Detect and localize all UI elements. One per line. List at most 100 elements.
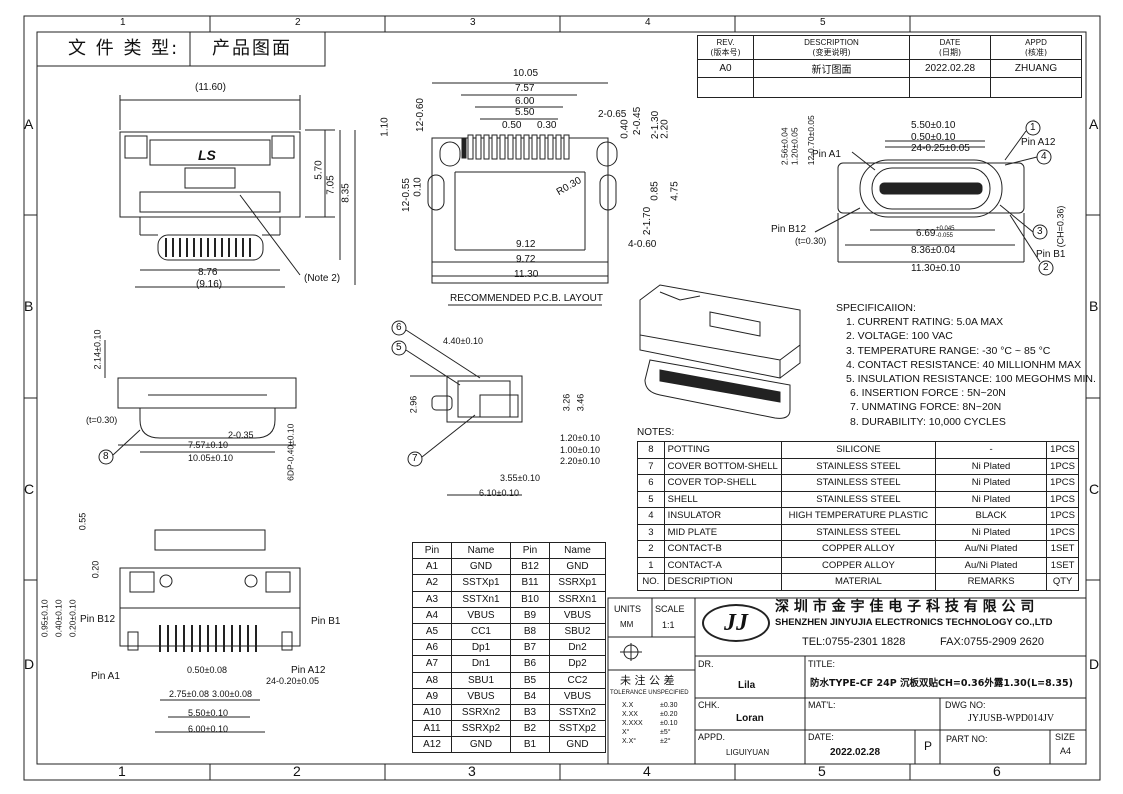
pcb-4-75: 4.75 [669,181,681,201]
spec-title: SPECIFICAIION: [836,302,916,314]
desc-value: 新订图面 [753,59,910,78]
pcb-2-1-70: 2-1.70 [642,206,654,236]
spec-item-8: 8. DURABILITY: 10,000 CYCLES [850,415,1006,428]
dwg-value: JYJUSB-WPD014JV [968,713,1055,724]
size-label: SIZE [1055,732,1076,742]
pcb-layout [427,82,618,306]
bot-3-00: 3.00±0.08 [212,689,252,699]
rf-24-0-25: 24-0.25±0.05 [911,143,970,154]
side-3-46: 3.46 [575,393,586,412]
rf-pin-a12: Pin A12 [1021,137,1056,148]
side-3-26: 3.26 [561,393,572,412]
bot-pin-b12: Pin B12 [80,614,116,625]
dim-8-76: 8.76 [198,267,218,278]
company-name-cn: 深 圳 市 金 宇 佳 电 子 科 技 有 限 公 司 [775,599,1035,615]
pcb-10-05: 10.05 [513,68,539,79]
doc-type-label: 文 件 类 型: [68,38,180,59]
ruler-left-b: B [24,298,34,314]
brand-logo: LS [198,147,216,163]
date-header: DATE(日期) [909,35,991,60]
ruler-bottom-3: 3 [468,763,476,779]
ruler-right-a: A [1089,116,1099,132]
chk-label: CHK. [698,700,720,710]
scale-label: SCALE [655,604,685,614]
bottom-view [119,529,301,733]
tol-row-4: X°±5° [622,729,671,736]
appd-value: LIGUIYUAN [726,748,770,757]
tol-row-1: X.X±0.30 [622,702,678,709]
appd-label: APPD. [698,732,726,742]
ruler-right-c: C [1089,481,1100,497]
spec-item-5: 5. INSULATION RESISTANCE: 100 MEGOHMS MI… [846,373,1096,386]
pcb-2-0-45: 2-0.45 [632,106,644,136]
ruler-right-b: B [1089,298,1099,314]
pcb-4-0-60: 4-0.60 [628,239,657,250]
date-value: 2022.02.28 [909,59,991,78]
title-label: TITLE: [808,659,836,669]
side-6-10: 6.10±0.10 [479,488,519,498]
ruler-right-d: D [1089,656,1100,672]
company-fax: FAX:0755-2909 2620 [940,636,1044,648]
ruler-top-4: 4 [645,17,651,28]
scale-value: 1:1 [662,620,675,630]
bot-24-0-20: 24-0.20±0.05 [266,676,319,686]
bot-5-50: 5.50±0.10 [188,708,228,718]
pcb-5-50: 5.50 [515,107,535,118]
rf-2-56: 2.56±0.04 [779,127,790,166]
date-value: 2022.02.28 [830,747,881,758]
desc-header: DESCRIPTION(变更说明) [753,35,910,60]
tolerance-en: TOLERANCE UNSPECIFIED [610,690,689,696]
title-value: 防水TYPE-CF 24P 沉板双贴CH=0.36外露1.30(L=8.35) [810,678,1073,689]
side-2-96: 2.96 [408,395,419,414]
rf-6-69-tol-dn: -0.055 [936,233,954,239]
part-label: PART NO: [946,734,988,744]
bot-0-20b: 0.20±0.10 [67,599,78,638]
company-logo: JJ [702,604,770,642]
pcb-1-10: 1.10 [379,117,391,137]
top-view [98,340,297,465]
note-2: (Note 2) [304,273,341,284]
ruler-top-3: 3 [470,17,476,28]
rf-pin-a1: Pin A1 [812,149,841,160]
pcb-9-72: 9.72 [516,254,536,265]
ml-t: (t=0.30) [86,415,118,425]
ruler-left-c: C [24,481,35,497]
doc-type-value: 产品图面 [212,38,292,59]
dr-value: Lila [738,680,756,691]
title-block-grid [607,597,1087,765]
callout-4: 4 [1041,151,1047,162]
pcb-0-50: 0.50 [502,120,522,131]
pcb-12-0-55: 12-0.55 [400,178,412,212]
bot-0-20: 0.20 [90,560,101,579]
dwg-label: DWG NO: [945,700,986,710]
callout-2: 2 [1043,262,1049,273]
logo-text: JJ [724,610,748,636]
bot-6-00: 6.00±0.10 [188,724,228,734]
side-4-40: 4.40±0.10 [443,336,483,346]
rf-11-30: 11.30±0.10 [911,263,961,274]
bot-pin-a1: Pin A1 [91,671,120,682]
ruler-left-d: D [24,656,35,672]
callout-8: 8 [103,451,109,462]
rev-value: A0 [697,59,754,78]
rf-pin-b1: Pin B1 [1036,249,1066,260]
rf-t: (t=0.30) [795,236,827,246]
company-tel: TEL:0755-2301 1828 [802,636,906,648]
bot-2-75: 2.75±0.08 [169,689,209,699]
tol-row-5: X.X°±2° [622,738,671,745]
ml-6dp: 6DP-0.40±0.10 [285,423,296,481]
